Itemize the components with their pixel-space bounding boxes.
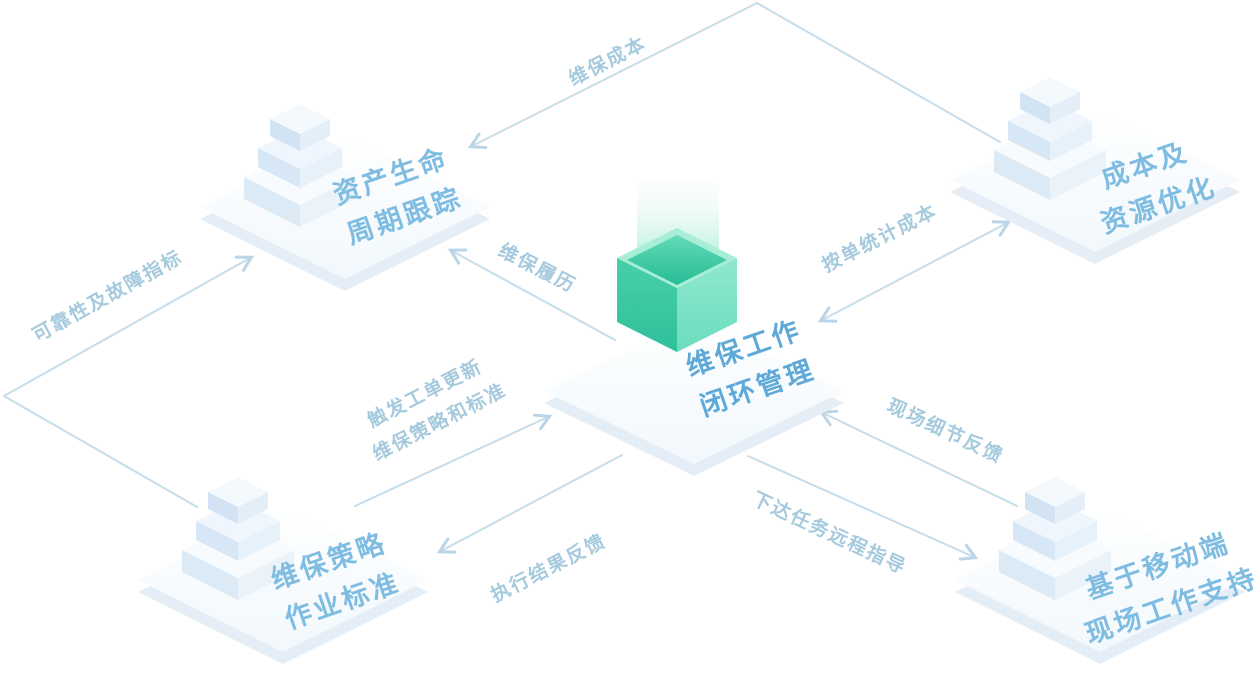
stacked-boxes-icon xyxy=(244,104,356,227)
edge-maintenance-cost-line xyxy=(467,2,1001,149)
stacked-boxes-icon xyxy=(999,477,1111,600)
edge-trigger-update-line xyxy=(354,413,553,507)
platform-top xyxy=(544,318,844,464)
edge-maintenance-history-line xyxy=(447,248,616,341)
edge-per-order-cost-line xyxy=(817,220,1012,323)
stacked-boxes-icon xyxy=(182,477,294,600)
asset-lifecycle-platform-icon xyxy=(200,104,490,291)
edge-reliability-metrics-line xyxy=(3,255,255,508)
stacked-boxes-icon xyxy=(994,77,1106,200)
edge-execution-feedback-line xyxy=(436,454,623,554)
maintenance-strategy-platform-icon xyxy=(138,477,428,664)
mobile-support-platform-icon xyxy=(955,477,1245,664)
edge-dispatch-guidance-line xyxy=(747,455,979,561)
teal-cube-icon xyxy=(617,228,737,352)
edge-site-feedback-line xyxy=(818,409,1018,507)
center-cube-platform-icon xyxy=(544,178,844,476)
cost-optimization-platform-icon xyxy=(950,77,1240,264)
